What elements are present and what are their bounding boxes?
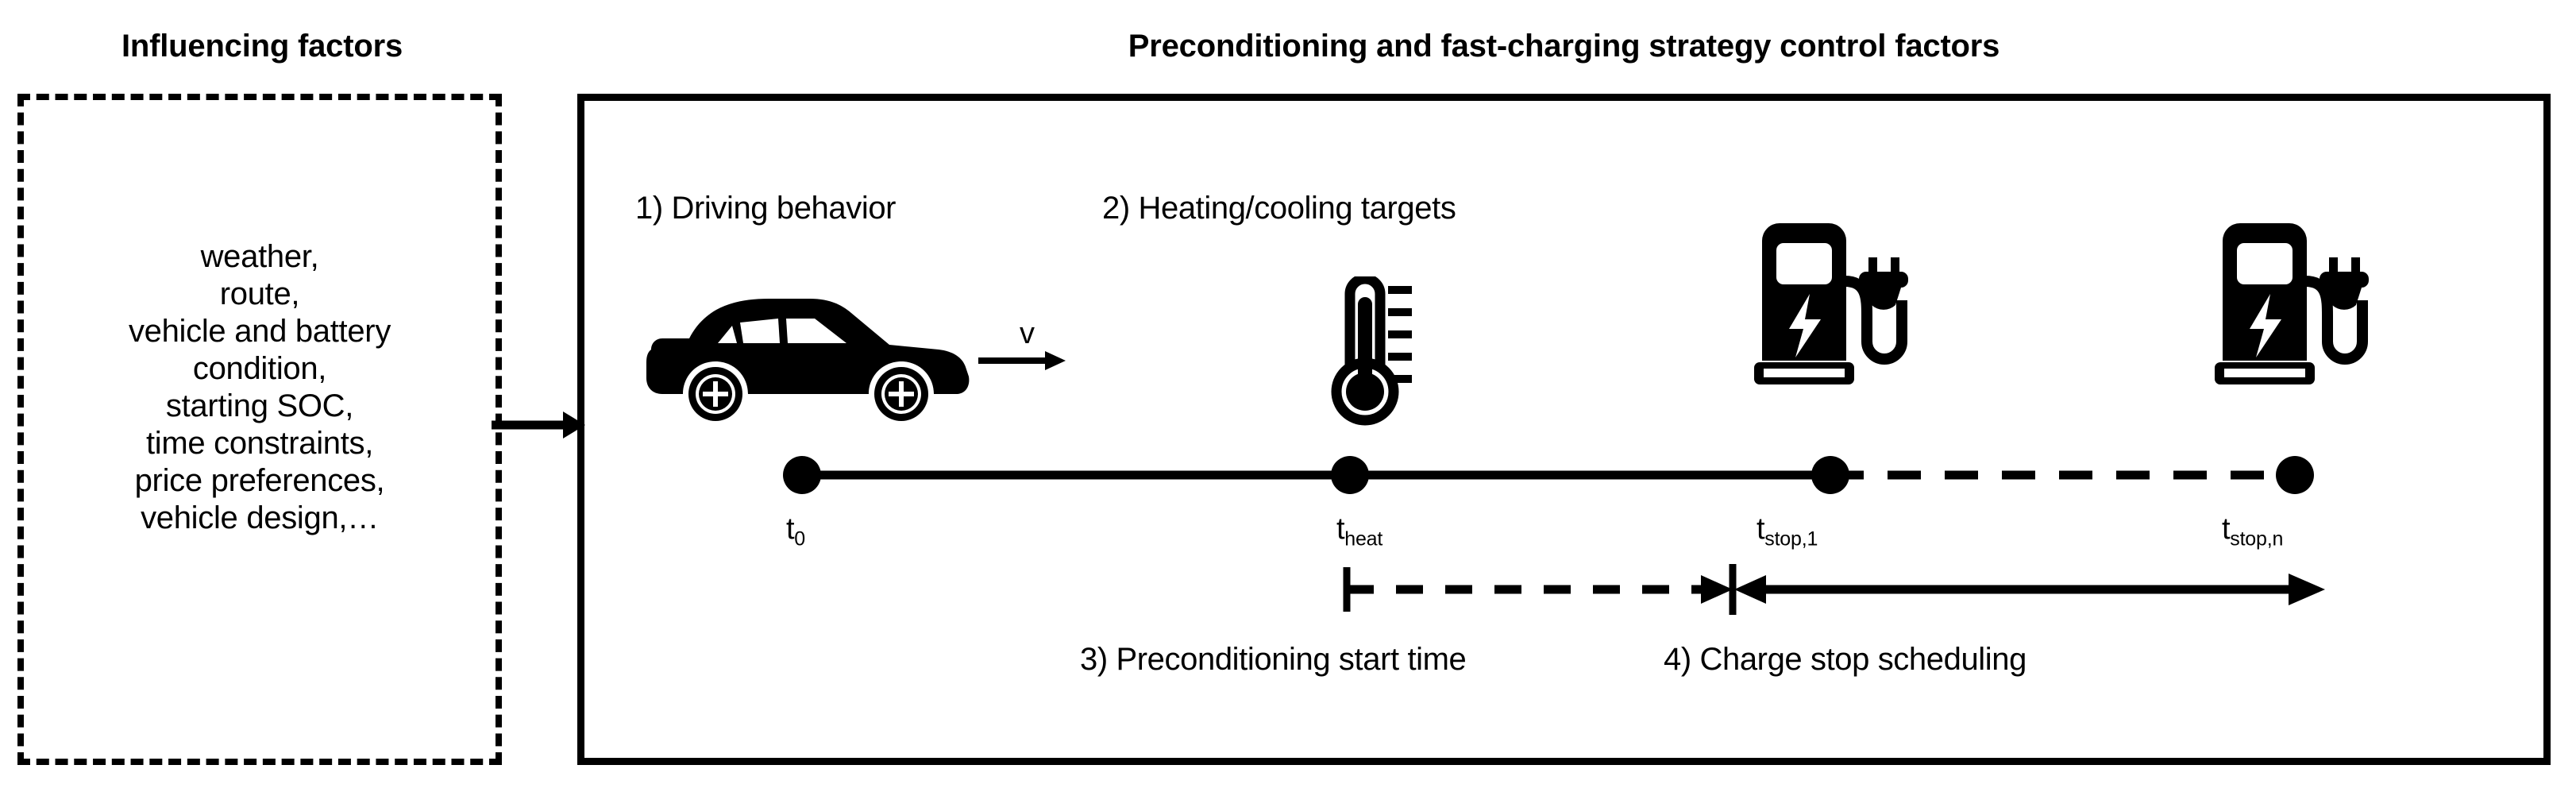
timeline-label-theat: theat (1336, 512, 1382, 551)
timeline-label-sub: stop,1 (1764, 527, 1818, 551)
list-item: price preferences, (134, 463, 385, 498)
list-item: vehicle design,… (141, 500, 379, 535)
arrow-right-icon (492, 411, 585, 438)
charging-station-icon (1754, 223, 1908, 384)
car-icon (646, 299, 970, 421)
charging-station-icon (2215, 223, 2369, 384)
timeline-label-tstopn: tstop,n (2222, 512, 2283, 551)
thermometer-icon (1331, 276, 1412, 426)
caption-heating-cooling-targets: 2) Heating/cooling targets (1102, 191, 1456, 226)
list-item: starting SOC, (165, 388, 354, 423)
timeline-label-sub: stop,n (2230, 527, 2284, 551)
timeline-label-base: t (786, 512, 795, 546)
influencing-factors-heading: Influencing factors (121, 29, 403, 64)
timeline-label-t0: t0 (786, 512, 805, 551)
timeline-label-tstop1: tstop,1 (1757, 512, 1818, 551)
arrowhead-left (1734, 575, 1766, 604)
timeline-label-base: t (1757, 512, 1765, 546)
timeline-label-base: t (1336, 512, 1345, 546)
caption-charge-stop-scheduling: 4) Charge stop scheduling (1664, 642, 2026, 677)
list-item: condition, (192, 351, 327, 386)
timeline-label-sub: heat (1344, 527, 1383, 551)
control-factors-panel (577, 94, 2551, 765)
svg-text:v: v (1020, 319, 1035, 350)
caption-preconditioning-start-time: 3) Preconditioning start time (1080, 642, 1467, 677)
caption-driving-behavior: 1) Driving behavior (635, 191, 897, 226)
timeline-node-tstop1 (1811, 456, 1849, 494)
timeline-node-tstopn (2276, 456, 2314, 494)
arrowhead-right-end (2289, 574, 2325, 605)
timeline-node-theat (1331, 456, 1369, 494)
timeline-label-base: t (2222, 512, 2231, 546)
timeline-node-t0 (783, 456, 821, 494)
list-item: route, (219, 276, 300, 311)
timeline-label-sub: 0 (794, 527, 805, 551)
list-item: vehicle and battery (128, 314, 391, 349)
list-item: weather, (200, 239, 319, 274)
arrowhead-right (1701, 575, 1733, 604)
timeline-axis (783, 456, 2314, 494)
speed-arrow-icon: v (978, 319, 1066, 370)
influencing-factors-list: weather, route, vehicle and battery cond… (25, 238, 494, 537)
control-factors-heading: Preconditioning and fast-charging strate… (1128, 29, 2000, 64)
list-item: time constraints, (145, 426, 374, 461)
measure-lines-group (1343, 564, 2325, 615)
